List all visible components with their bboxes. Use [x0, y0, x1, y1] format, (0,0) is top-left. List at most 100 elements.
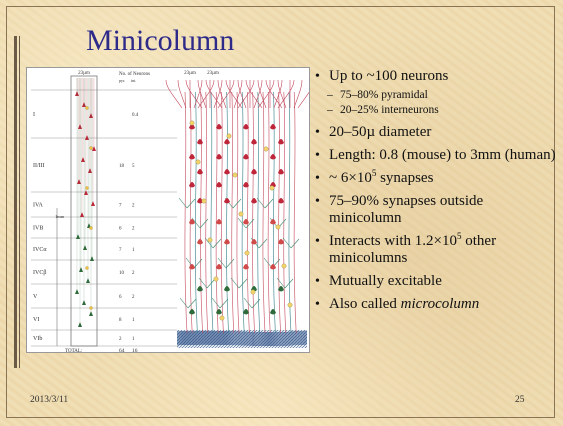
interneuron-soma	[196, 160, 200, 164]
interneuron-branch	[277, 278, 293, 288]
column-width-label: 23µm	[207, 71, 219, 76]
dash-marker: –	[327, 88, 333, 103]
bullet-marker: •	[315, 170, 320, 187]
apical-dendrite	[185, 92, 187, 333]
bullet-alias: •Also called microcolumn	[312, 296, 557, 313]
pyramidal-soma	[278, 139, 284, 145]
apical-dendrite	[237, 92, 239, 333]
pyramidal-soma	[224, 286, 230, 292]
bullet-text: 20–25% interneurons	[340, 104, 439, 116]
interneuron-soma	[85, 186, 88, 189]
pyramidal-count: 7	[119, 248, 122, 253]
pyramidal-soma	[251, 198, 257, 204]
apical-dendrite	[294, 92, 296, 333]
interneuron-count: 0.4	[132, 113, 139, 118]
dendritic-tuft	[258, 80, 274, 108]
pyramidal-soma	[85, 135, 89, 140]
bullet-outside: • 75–90% synapses outside minicolumn	[312, 193, 557, 227]
pyramidal-soma	[270, 154, 276, 160]
bullet-excitable: •Mutually excitable	[312, 273, 557, 290]
column-width-label: 23µm	[78, 71, 90, 76]
pyramidal-soma	[251, 139, 257, 145]
apical-dendrite	[201, 92, 203, 333]
apical-dendrite	[206, 92, 208, 333]
pyramidal-soma	[224, 169, 230, 175]
total-interneuron: 16	[132, 348, 138, 352]
pyramidal-soma	[189, 219, 195, 225]
total-pyramidal: 64	[119, 348, 125, 352]
pyramidal-count: 7	[119, 204, 122, 209]
interneuron-count: 1	[132, 318, 135, 323]
count-subheader-int: int.	[131, 78, 136, 83]
pyramidal-soma	[251, 169, 257, 175]
bullet-marker: •	[315, 124, 320, 141]
pyramidal-soma	[80, 212, 84, 217]
apical-dendrite	[232, 92, 234, 333]
bullet-neurons: •Up to ~100 neurons	[312, 68, 557, 85]
interneuron-branch	[231, 278, 247, 288]
pyramidal-soma	[79, 267, 83, 272]
interneuron-soma	[85, 266, 88, 269]
left-accent-line	[19, 36, 20, 368]
pyramidal-soma	[89, 311, 93, 316]
interneuron-soma	[239, 212, 243, 216]
pyramidal-soma	[197, 169, 203, 175]
interneuron-branch	[244, 298, 260, 308]
interneuron-count: 5	[132, 164, 135, 169]
interneuron-soma	[220, 316, 224, 320]
bullet-text: Up to ~100 neurons	[329, 68, 448, 84]
interneuron-soma	[270, 186, 274, 190]
pyramidal-soma	[251, 239, 257, 245]
dendritic-tuft	[186, 80, 202, 108]
bullet-text: Mutually excitable	[329, 273, 442, 289]
pyramidal-soma	[78, 322, 82, 327]
bullet-interacts: •Interacts with 1.2×105 other minicolumn…	[312, 233, 557, 267]
pyramidal-count: 6	[119, 295, 122, 300]
interneuron-soma	[89, 146, 92, 149]
layer-label: IVA	[33, 203, 44, 209]
slide-date: 2013/3/11	[30, 395, 68, 405]
pyramidal-soma	[77, 179, 81, 184]
interneuron-branch	[199, 278, 215, 288]
dendritic-tuft	[246, 80, 262, 108]
interneuron-count: 1	[132, 337, 135, 342]
pyramidal-count: 6	[119, 227, 122, 232]
interneuron-soma	[282, 264, 286, 268]
apical-dendrite	[268, 92, 270, 333]
bullet-list: •Up to ~100 neurons–75–80% pyramidal–20–…	[312, 68, 557, 313]
pyramidal-soma	[197, 139, 203, 145]
apical-dendrite	[195, 92, 197, 333]
layer-label: VIb	[33, 336, 42, 342]
pyramidal-count: 2	[119, 337, 122, 342]
interneuron-count: 2	[132, 271, 135, 276]
dash-marker: –	[327, 103, 333, 118]
layer-label: V	[33, 294, 38, 300]
pyramidal-soma	[189, 182, 195, 188]
interneuron-branch	[179, 198, 195, 208]
pyramidal-soma	[216, 264, 222, 270]
interneuron-soma	[288, 303, 292, 307]
apical-dendrite	[284, 92, 286, 333]
pyramidal-soma	[270, 219, 276, 225]
pyramidal-soma	[82, 300, 86, 305]
dendritic-tuft	[298, 80, 309, 108]
pyramidal-soma	[91, 201, 95, 206]
bullet-marker: •	[315, 193, 320, 210]
pyramidal-soma	[243, 219, 249, 225]
interneuron-branch	[205, 238, 221, 248]
bullet-text: 75–90% synapses outside minicolumn	[329, 193, 483, 226]
pyramidal-soma	[270, 124, 276, 130]
interneuron-soma	[276, 225, 280, 229]
pyramidal-soma	[270, 309, 276, 315]
pyramidal-soma	[90, 256, 94, 261]
interneuron-soma	[85, 106, 88, 109]
layer-label: II/III	[33, 163, 45, 169]
apical-dendrite	[289, 92, 291, 333]
pyramidal-count: 18	[119, 164, 125, 169]
interneuron-soma	[208, 238, 212, 242]
left-accent-bar	[14, 36, 17, 368]
layer-label: IVCα	[33, 247, 47, 253]
apical-dendrite	[253, 92, 255, 333]
pyramidal-soma	[224, 139, 230, 145]
interneuron-count: 2	[132, 227, 135, 232]
